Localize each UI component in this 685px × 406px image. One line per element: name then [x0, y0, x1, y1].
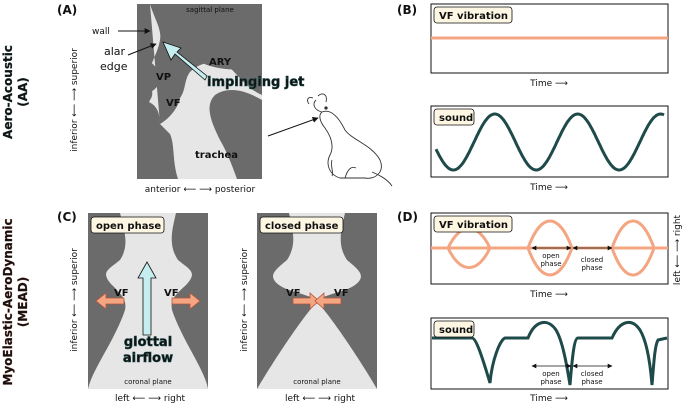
vp-label: VP — [156, 72, 171, 83]
sagittal-plane-label: sagittal plane — [186, 6, 234, 14]
panel-d-bottom-xlabel: Time ⟶ — [529, 394, 568, 404]
vf-label-closed-left: VF — [286, 288, 301, 299]
panel-d-top-title: VF vibration — [439, 220, 508, 231]
open-phase-label-top-1: open — [542, 252, 559, 260]
closed-phase-label-bottom-1: closed — [581, 370, 603, 378]
panel-d-top-xlabel: Time ⟶ — [529, 290, 568, 300]
panel-c-vertical-axis-left: inferior ⟵ ⟶ superior — [70, 248, 80, 352]
panel-a: (A) sagittal plane wall alar edge ARY VP… — [57, 3, 393, 195]
panel-a-label: (A) — [57, 3, 77, 17]
row-label-mead-line2: (MEAD) — [16, 277, 30, 327]
airway-lumen — [148, 4, 262, 179]
row-label-mead: MyoElastic-AeroDynamic (MEAD) — [1, 218, 30, 386]
trachea-label: trachea — [195, 150, 238, 161]
panel-d-label: (D) — [397, 210, 418, 224]
closed-phase-label-top-1: closed — [581, 256, 603, 264]
panel-a-horizontal-axis: anterior ⟵ ⟶ posterior — [145, 185, 256, 195]
vf-label-open-left: VF — [114, 288, 129, 299]
open-phase-label-bottom-1: open — [542, 370, 559, 378]
airflow-label-line2: airflow — [123, 351, 173, 366]
panel-c-horizontal-axis-left: left ⟵ ⟶ right — [115, 394, 186, 404]
vf-label-open-right: VF — [164, 288, 179, 299]
panel-b-bottom-xlabel: Time ⟶ — [529, 183, 568, 193]
panel-b-bottom-title: sound — [439, 113, 473, 124]
vf-right-arrow-closed — [314, 292, 342, 310]
closed-phase-lumen-upper — [273, 213, 361, 300]
open-phase-label-bottom-2: phase — [540, 378, 561, 386]
closed-phase-label-bottom-2: phase — [581, 378, 602, 386]
vf-right-arrow-open — [171, 292, 201, 310]
ventricular-pouch-shape — [137, 58, 160, 95]
vocal-fold-shape — [137, 100, 160, 131]
panel-b-label: (B) — [397, 3, 417, 17]
closed-phase-label-top-2: phase — [581, 264, 602, 272]
row-label-mead-line1: MyoElastic-AeroDynamic — [1, 218, 15, 385]
rat-pointer-arrow — [267, 117, 319, 137]
open-phase-label-top-2: phase — [540, 260, 561, 268]
airflow-label-line1: glottal — [124, 335, 172, 350]
open-phase-title-box — [90, 216, 165, 234]
panel-b-top-title-box — [433, 6, 513, 24]
panel-c-label: (C) — [57, 210, 77, 224]
row-label-aa-line2: (AA) — [16, 77, 30, 107]
closed-phase-lumen-lower — [257, 302, 377, 389]
panel-b-bottom-title-box — [433, 108, 475, 126]
vf-label-closed-right: VF — [334, 288, 349, 299]
jet-label: impinging jet — [207, 75, 304, 90]
panel-d: (D) VF vibration open phase closed phase… — [397, 210, 683, 404]
panel-d-right-axis: left ⟵ ⟶ right — [673, 214, 683, 285]
wall-label: wall — [92, 27, 110, 37]
vf-left-arrow-closed — [292, 292, 320, 310]
panel-b-top-xlabel: Time ⟶ — [529, 79, 568, 89]
open-phase-title: open phase — [96, 221, 161, 232]
ary-label: ARY — [209, 57, 232, 68]
panel-b-top-title: VF vibration — [439, 11, 508, 22]
glottal-airflow-arrow — [137, 261, 157, 336]
panel-a-vertical-axis: inferior ⟵ ⟶ superior — [70, 48, 80, 152]
rat-illustration — [307, 93, 393, 187]
row-label-aa: Aero-Acoustic (AA) — [1, 45, 30, 139]
panel-b: (B) VF vibration Time ⟶ sound Time ⟶ — [397, 3, 669, 193]
open-phase-plane-label: coronal plane — [124, 378, 171, 386]
row-label-aa-line1: Aero-Acoustic — [1, 45, 15, 139]
closed-phase-plane-label: coronal plane — [293, 378, 340, 386]
edge-label: edge — [100, 60, 128, 73]
panel-d-bottom-title-box — [433, 320, 475, 338]
closed-phase-title-box — [259, 216, 344, 234]
jet-arrow — [162, 41, 208, 81]
alar-edge-arrow — [127, 43, 157, 56]
panel-c: (C) open phase VF VF glottal airflow cor… — [57, 210, 377, 404]
alar-label: alar — [104, 45, 126, 58]
panel-c-vertical-axis-right: inferior ⟵ ⟶ superior — [240, 248, 250, 352]
arytenoid-shape — [200, 47, 262, 70]
mead-sound-wave — [432, 321, 668, 386]
panel-c-horizontal-axis-right: left ⟵ ⟶ right — [285, 394, 356, 404]
panel-d-top-title-box — [433, 215, 513, 233]
vf-left-arrow-open — [95, 292, 125, 310]
closed-phase-title: closed phase — [265, 221, 339, 232]
vf-label-a: VF — [166, 98, 181, 109]
panel-d-bottom-title: sound — [439, 325, 473, 336]
aa-sound-wave — [434, 112, 665, 172]
